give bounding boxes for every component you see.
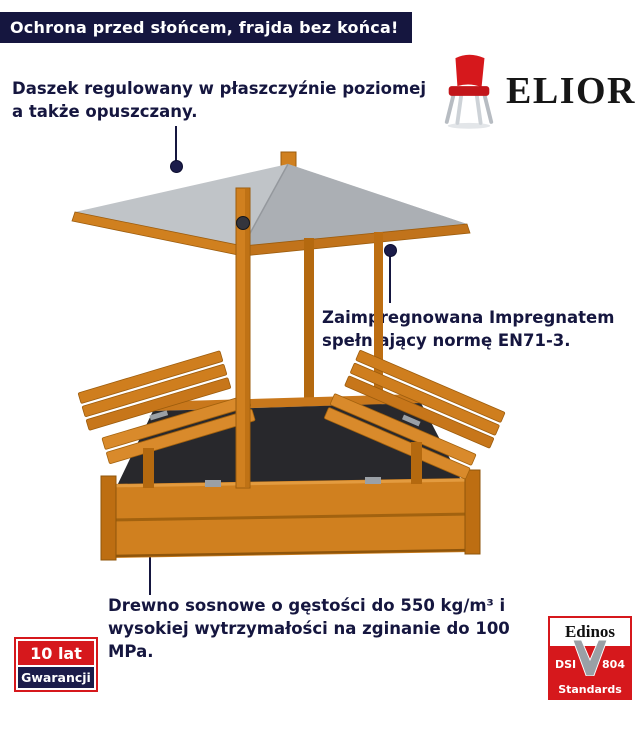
callout-dot-canopy [170,160,183,173]
brand-name: ELIOR [506,70,636,112]
brand-logo: ELIOR [440,52,636,130]
callout-line-wood [149,534,151,595]
red-chair-icon [444,54,494,129]
edinos-804-label: 804 [602,658,625,671]
callout-line-canopy [175,126,177,162]
warranty-label: Gwarancji [18,667,94,688]
edinos-standards-label: Standards [558,683,622,696]
banner-text: Ochrona przed słońcem, frajda bez końca! [10,18,399,37]
edinos-title: Edinos [564,622,616,641]
top-banner: Ochrona przed słońcem, frajda bez końca! [0,12,413,43]
warranty-badge: 10 lat Gwarancji [14,637,98,692]
callout-dot-impregnate [384,244,397,257]
gray-v-checkmark-icon [572,640,608,676]
edinos-dsi-label: DSI [555,658,577,671]
warranty-years: 10 lat [18,641,94,665]
annotation-impregnate: Zaimpregnowana Impregnatem spełniający n… [322,308,615,350]
callout-line-impregnate [389,256,391,303]
annotation-wood: Drewno sosnowe o gęstości do 550 kg/m³ i… [108,596,510,661]
annotation-canopy: Daszek regulowany w płaszczyźnie poziome… [12,79,427,121]
edinos-badge: Edinos DSI 804 Standards [548,616,632,700]
sandbox-product-illustration [71,151,506,561]
